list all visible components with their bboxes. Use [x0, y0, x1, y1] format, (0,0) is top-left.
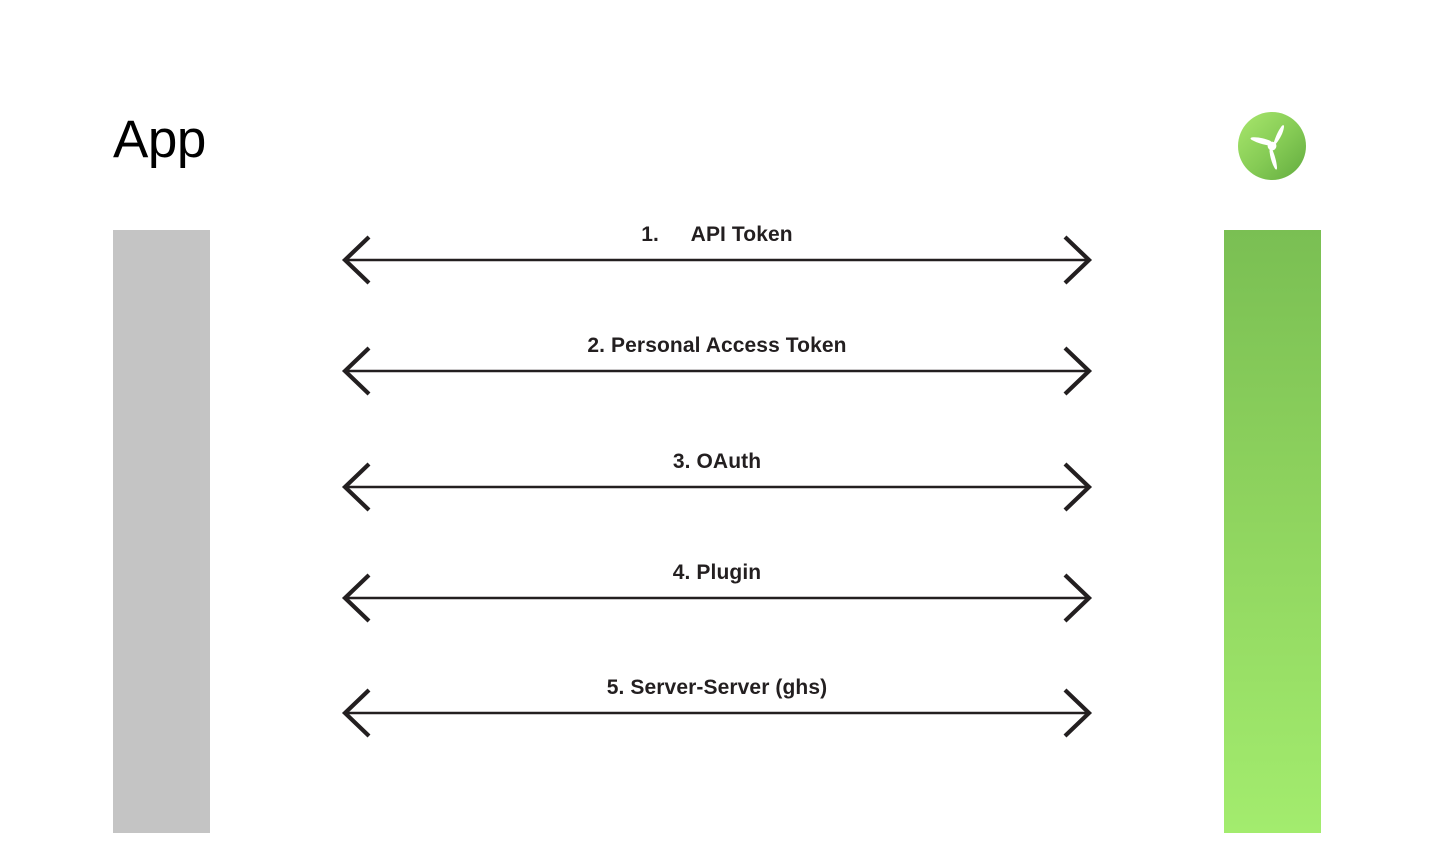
propeller-logo-icon — [1236, 110, 1308, 182]
message-label: 3. OAuth — [672, 449, 762, 473]
message-label: 5. Server-Server (ghs) — [606, 675, 828, 699]
arrow-head-right-icon — [1063, 573, 1093, 623]
message-label: 2. Personal Access Token — [587, 333, 847, 357]
arrow-head-left-icon — [341, 688, 371, 738]
arrow-head-right-icon — [1063, 235, 1093, 285]
message-label: 1. API Token — [641, 222, 793, 246]
right-actor-lifeline-bar — [1224, 230, 1321, 833]
arrow-head-right-icon — [1063, 462, 1093, 512]
arrow-head-left-icon — [341, 235, 371, 285]
bidirectional-arrow-icon — [341, 688, 1093, 738]
left-actor-lifeline-bar — [113, 230, 210, 833]
left-actor-title: App — [113, 110, 206, 169]
bidirectional-arrow-icon — [341, 235, 1093, 285]
bidirectional-arrow-icon — [341, 573, 1093, 623]
arrow-head-right-icon — [1063, 688, 1093, 738]
message-label: 4. Plugin — [672, 560, 762, 584]
bidirectional-arrow-icon — [341, 346, 1093, 396]
arrow-head-left-icon — [341, 346, 371, 396]
arrow-head-right-icon — [1063, 346, 1093, 396]
bidirectional-arrow-icon — [341, 462, 1093, 512]
arrow-head-left-icon — [341, 462, 371, 512]
arrow-head-left-icon — [341, 573, 371, 623]
